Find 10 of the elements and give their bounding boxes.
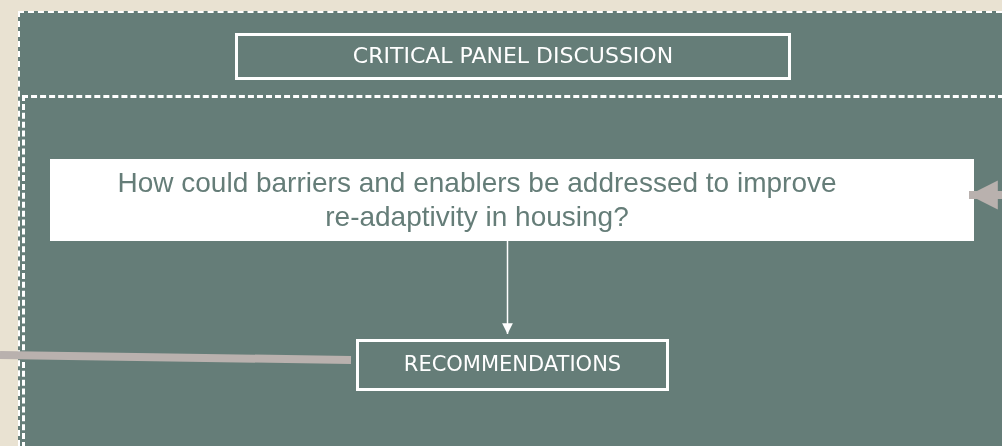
question-box	[50, 159, 974, 241]
question-text: How could barriers and enablers be addressed to improve re-adaptivity in housing?	[117, 166, 837, 234]
process-label: RECOMMENDATIONS	[403, 352, 622, 378]
title-text: CRITICAL PANEL DISCUSSION	[352, 43, 674, 70]
panel-background	[18, 11, 1002, 446]
process-box	[356, 339, 669, 391]
arrow	[969, 180, 1002, 210]
dashed-section	[22, 95, 1002, 446]
title-box	[235, 33, 791, 80]
connector-line	[0, 351, 352, 364]
